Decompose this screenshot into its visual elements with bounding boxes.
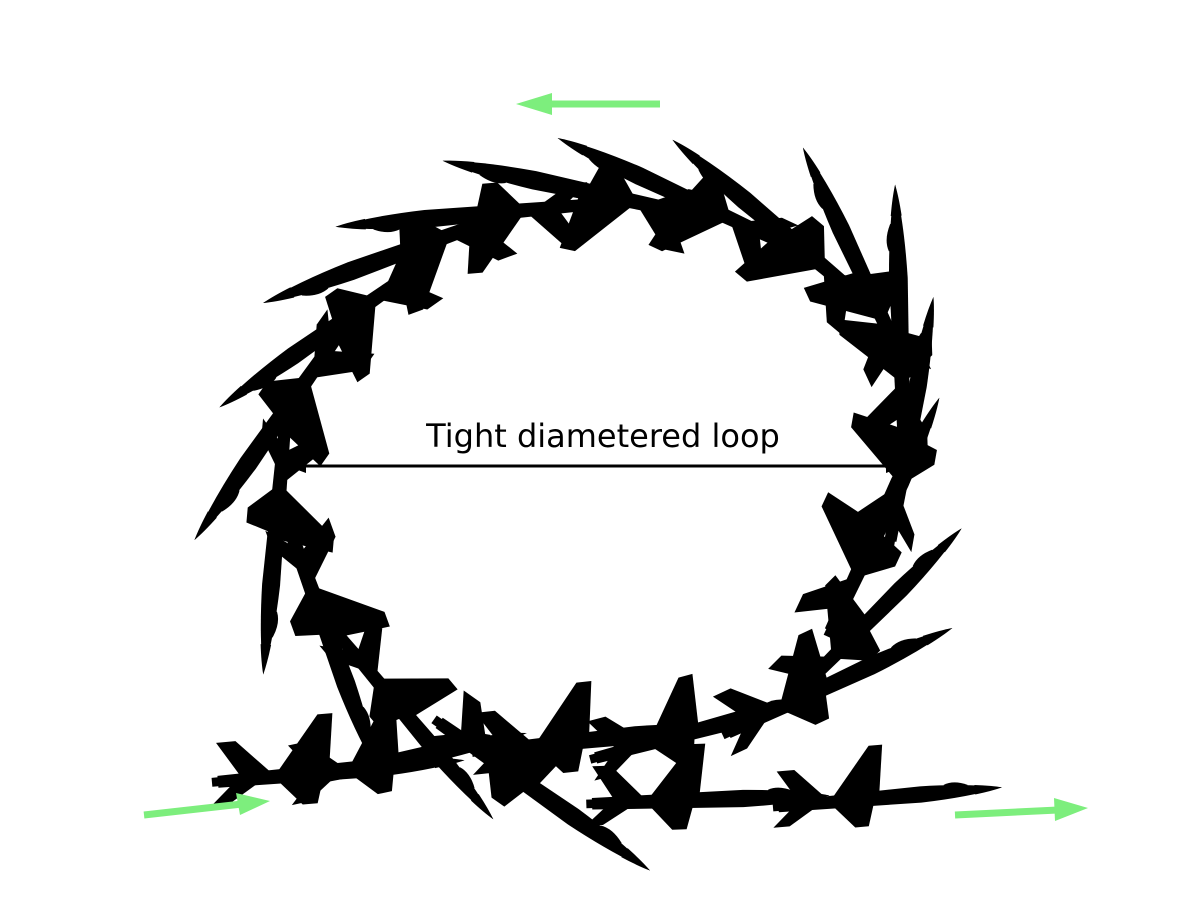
- direction-arrow-entry: [143, 793, 270, 819]
- loop-label: Tight diametered loop: [425, 417, 780, 455]
- measure-arrowhead-right: [886, 459, 905, 473]
- loop-diameter-measure: [287, 459, 905, 473]
- aircraft-icon: [766, 734, 1005, 835]
- measure-arrowhead-left: [287, 459, 306, 473]
- direction-arrow-exit: [954, 798, 1088, 821]
- direction-arrow-top: [516, 93, 660, 115]
